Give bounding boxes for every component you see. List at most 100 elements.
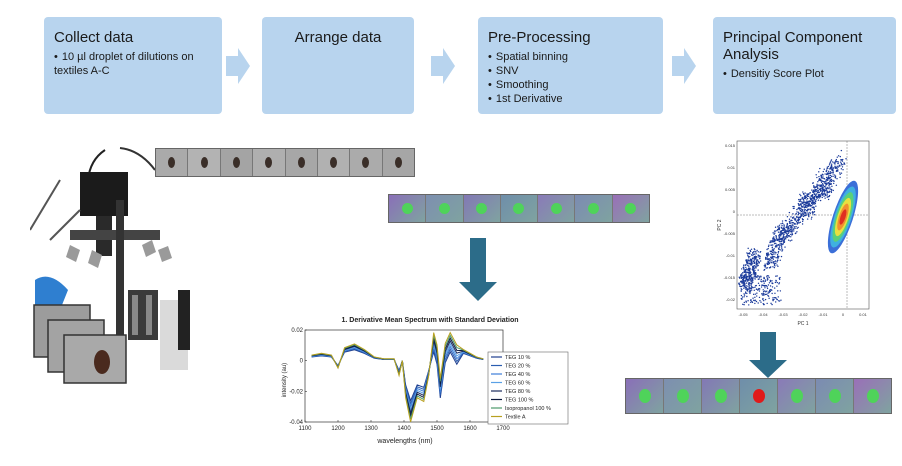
pca-point	[825, 179, 827, 181]
pca-point	[801, 201, 803, 203]
pca-point	[807, 195, 809, 198]
pca-point	[776, 246, 778, 248]
pca-y-tick-label: 0.01	[727, 165, 736, 170]
pca-point	[809, 192, 811, 194]
pca-point	[824, 173, 826, 175]
pca-point	[775, 242, 777, 245]
pca-point	[748, 285, 751, 287]
legend-label: TEG 60 %	[505, 381, 530, 387]
pca-point	[807, 212, 809, 214]
pca-point	[774, 292, 776, 294]
pca-point	[782, 227, 784, 230]
pca-point	[776, 259, 779, 262]
pca-point	[766, 293, 768, 296]
strip-cell	[253, 149, 286, 176]
pca-point	[806, 218, 809, 220]
pca-point	[821, 186, 823, 188]
pca-point	[776, 298, 778, 300]
pca-x-tick-label: -0.02	[798, 312, 808, 317]
pca-point	[834, 177, 837, 179]
strip-cell	[317, 149, 351, 176]
strip-cell	[426, 195, 464, 222]
strip-cell	[702, 379, 740, 413]
pca-point	[766, 279, 768, 281]
pca-point	[790, 219, 793, 222]
pca-point	[787, 228, 790, 230]
pca-point	[840, 164, 843, 166]
pca-point	[755, 256, 758, 258]
pca-point	[738, 276, 740, 278]
pca-point	[804, 205, 807, 207]
pca-point	[769, 261, 771, 263]
pca-point	[803, 209, 806, 211]
pca-point	[755, 276, 758, 278]
pca-point	[824, 186, 827, 188]
pca-point	[772, 258, 775, 260]
pca-point	[840, 168, 843, 170]
pca-point	[753, 250, 755, 253]
series-line	[311, 349, 484, 403]
pca-point	[749, 258, 752, 260]
pca-point	[781, 250, 783, 252]
pca-point	[762, 280, 765, 282]
pca-x-tick-label: 0	[842, 312, 845, 317]
pca-point	[758, 262, 760, 264]
pca-point	[751, 254, 753, 256]
pca-point	[825, 194, 827, 196]
pca-point	[803, 212, 805, 215]
pca-point	[803, 214, 806, 217]
pca-point	[775, 280, 777, 282]
pca-point	[738, 283, 740, 285]
pca-point	[763, 303, 765, 306]
legend-box	[487, 351, 569, 425]
pca-point	[826, 172, 828, 174]
pca-point	[757, 282, 760, 284]
droplet	[513, 203, 525, 214]
pca-point	[753, 289, 755, 292]
pca-y-tick-label: -0.02	[726, 297, 736, 302]
pca-point	[815, 205, 817, 207]
pca-point	[743, 270, 745, 272]
pca-point	[740, 268, 743, 270]
pca-point	[749, 274, 752, 277]
pca-point	[818, 194, 821, 196]
pca-point	[772, 282, 774, 285]
pca-point	[758, 296, 761, 299]
pca-point	[747, 288, 749, 290]
pca-point	[790, 236, 792, 238]
pca-point	[739, 285, 741, 288]
pca-point	[773, 242, 776, 245]
pca-point	[778, 246, 781, 248]
pca-point	[767, 263, 770, 265]
pca-point	[748, 279, 750, 282]
pca-point	[804, 192, 806, 194]
pca-point	[779, 226, 781, 228]
pca-point	[766, 277, 769, 279]
pca-point	[793, 222, 796, 225]
pca-point	[805, 211, 807, 214]
pca-point	[839, 172, 841, 174]
pca-point	[842, 168, 844, 171]
pca-point	[806, 199, 808, 201]
strip-cell	[778, 379, 816, 413]
pca-point	[760, 301, 762, 303]
pca-point	[749, 292, 751, 295]
pca-point	[811, 199, 813, 201]
pca-point	[780, 226, 783, 229]
pca-point	[814, 187, 816, 189]
pca-point	[836, 167, 838, 169]
pca-point	[819, 194, 822, 196]
pca-point	[752, 281, 754, 284]
pca-point	[835, 184, 838, 186]
pca-point	[820, 188, 822, 190]
pca-point	[796, 208, 798, 211]
pca-point	[812, 200, 814, 202]
pca-point	[768, 244, 770, 246]
pca-point	[784, 230, 786, 232]
pca-point	[775, 257, 777, 259]
pca-point	[778, 238, 781, 241]
pca-point	[837, 162, 839, 164]
droplet	[438, 203, 450, 214]
pca-point	[814, 186, 816, 188]
pca-point	[830, 163, 833, 165]
